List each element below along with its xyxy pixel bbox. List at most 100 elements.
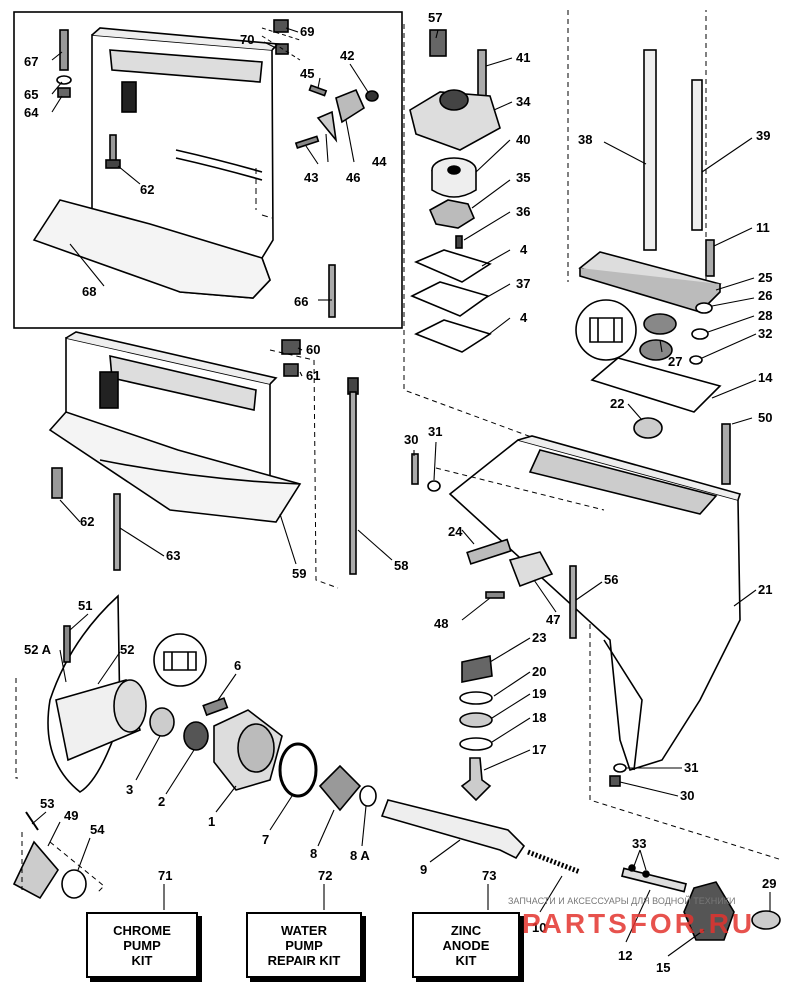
pump-dashes (403, 24, 573, 453)
callout-53: 53 (40, 796, 54, 811)
watermark-tagline: ЗАПЧАСТИ И АКСЕССУАРЫ ДЛЯ ВОДНОЙ ТЕХНИКИ (508, 896, 736, 906)
pinion-17 (460, 757, 492, 802)
bolt-50 (721, 423, 731, 485)
pin-45 (308, 84, 328, 97)
callout-58: 58 (394, 558, 408, 573)
callout-19: 19 (532, 686, 546, 701)
bearing-27a (643, 313, 677, 335)
callout-18: 18 (532, 710, 546, 725)
callout-52a: 52 A (24, 642, 52, 657)
rod-38 (643, 49, 657, 251)
callout-68: 68 (82, 284, 96, 299)
ball-33b (642, 870, 650, 878)
rod-dashes (567, 10, 707, 300)
gasket-4b (414, 319, 492, 353)
short-housing-window (99, 371, 119, 409)
callout-3: 3 (126, 782, 133, 797)
gearcase-skeg-line (603, 639, 643, 771)
callout-49: 49 (64, 808, 78, 823)
gearcase-21 (448, 439, 741, 771)
callout-45: 45 (300, 66, 314, 81)
screw-62-head (105, 159, 121, 169)
screw-30b (609, 775, 621, 787)
seal-detail (589, 317, 623, 343)
screw-62b (51, 467, 63, 499)
housing-dashes (269, 349, 339, 589)
bolt-56 (569, 565, 577, 639)
shift-cover-group (567, 10, 722, 439)
callout-8: 8 (310, 846, 317, 861)
nut-64 (57, 87, 71, 98)
callout-59: 59 (292, 566, 306, 581)
pump-housing-34 (409, 91, 501, 151)
housing-crease (175, 149, 263, 173)
screw-6 (202, 697, 229, 717)
callout-4-lower: 4 (520, 310, 528, 325)
bolt-66 (328, 264, 336, 318)
screw-30a (411, 453, 419, 485)
callout-20: 20 (532, 664, 546, 679)
gearcase-deck (528, 449, 718, 515)
callout-41: 41 (516, 50, 530, 65)
callout-47: 47 (546, 612, 560, 627)
watermark-logo: PARTSFOR.RU (522, 908, 756, 939)
long-exhaust-housing-group (13, 11, 403, 329)
gasket-4a (413, 249, 492, 283)
screw-48 (485, 591, 505, 599)
callout-71: 71 (158, 868, 172, 883)
o-ring-7 (278, 742, 318, 798)
screw-62-shaft (109, 134, 117, 162)
clip-44 (335, 88, 366, 124)
split-dashes (255, 168, 273, 219)
callout-6: 6 (234, 658, 241, 673)
ring-28 (691, 328, 709, 340)
housing-window (121, 81, 137, 113)
callout-39: 39 (756, 128, 770, 143)
callout-42: 42 (340, 48, 354, 63)
pin-24 (466, 538, 512, 565)
cavitation-plate (32, 199, 271, 299)
callout-37: 37 (516, 276, 530, 291)
short-housing-top (65, 331, 278, 385)
callout-38: 38 (578, 132, 592, 147)
callout-31-upper: 31 (428, 424, 442, 439)
callout-64: 64 (24, 105, 39, 120)
insert-40-hole (447, 165, 461, 175)
impeller-35 (428, 199, 476, 229)
callout-50: 50 (758, 410, 772, 425)
callout-8a: 8 A (350, 848, 370, 863)
callout-25: 25 (758, 270, 772, 285)
gasket-14 (590, 357, 722, 413)
callout-62-upper: 62 (140, 182, 154, 197)
callout-36: 36 (516, 204, 530, 219)
pin-51 (63, 625, 71, 663)
propeller-hub-end (113, 679, 147, 733)
callout-62-lower: 62 (80, 514, 94, 529)
stud-67 (59, 29, 69, 71)
callout-29: 29 (762, 876, 776, 891)
washer-54 (61, 869, 87, 899)
water-pump-repair-kit-label: WATER PUMP REPAIR KIT (246, 912, 362, 978)
bearing-2 (183, 721, 209, 751)
grommet-60 (281, 339, 301, 355)
inset-frame (13, 11, 403, 329)
water-pump-group (403, 24, 573, 453)
gearcase-group (411, 423, 783, 861)
callout-9: 9 (420, 862, 427, 877)
nut-42 (365, 90, 379, 102)
washer-18 (459, 737, 493, 751)
callout-51: 51 (78, 598, 92, 613)
plate-37 (410, 281, 490, 317)
callout-52: 52 (120, 642, 134, 657)
callout-73: 73 (482, 868, 496, 883)
clip-32 (689, 355, 703, 365)
anode-29 (751, 910, 781, 930)
callout-11: 11 (756, 220, 770, 235)
bushing-23 (461, 655, 493, 683)
housing-crease-2 (175, 157, 263, 181)
leader-lines (31, 27, 771, 957)
grommet-dashes (261, 27, 301, 61)
cotter-53 (25, 811, 39, 831)
callout-27: 27 (668, 354, 682, 369)
